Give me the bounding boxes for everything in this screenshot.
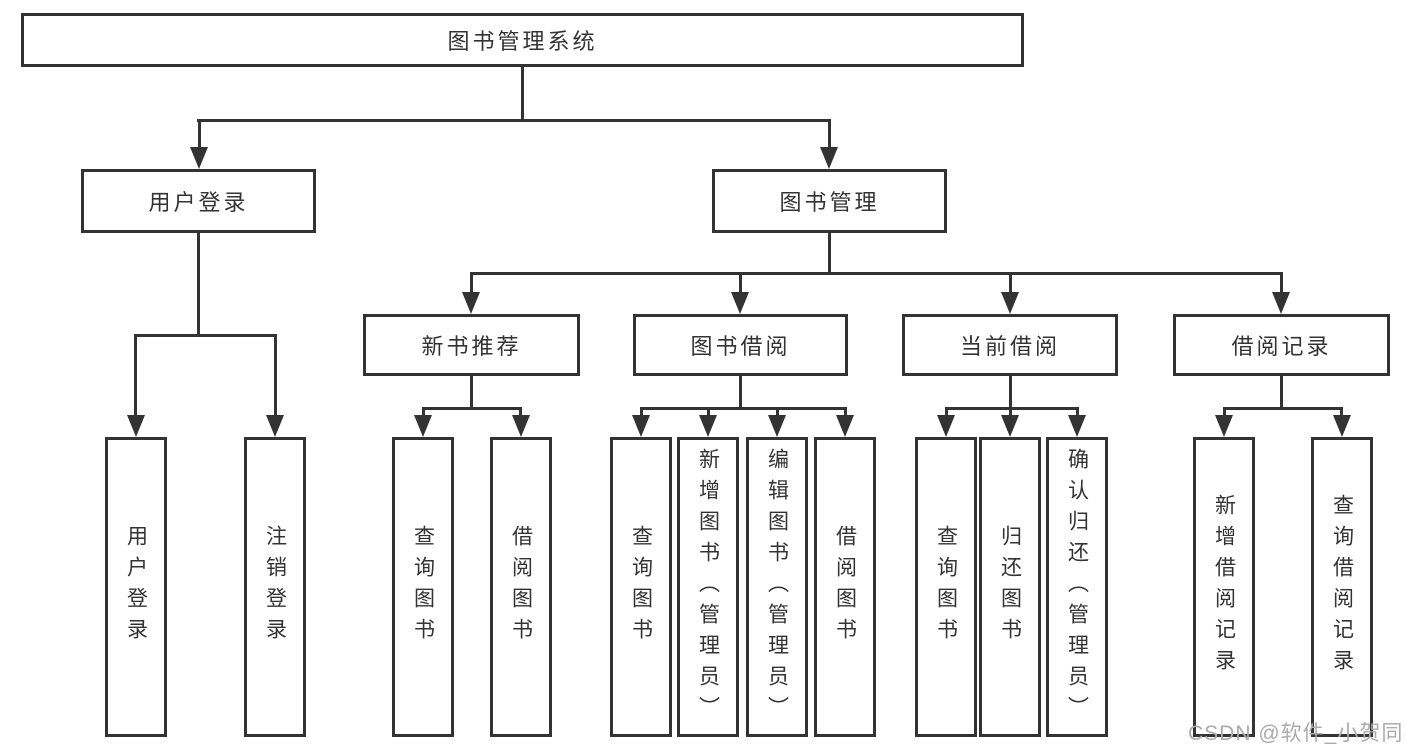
arrow-down-icon: [1215, 415, 1233, 437]
connector-line: [422, 407, 522, 410]
leaf-borrow-edit-book-admin: 编辑图书（管理员）: [746, 437, 808, 737]
leaf-recommend-query-book: 查询图书: [392, 437, 454, 737]
arrow-down-icon: [836, 415, 854, 437]
connector-line: [521, 64, 524, 122]
node-user-login: 用户登录: [81, 169, 316, 233]
leaf-borrow-query-book: 查询图书: [610, 437, 672, 737]
connector-line: [274, 334, 277, 420]
arrow-down-icon: [1068, 415, 1086, 437]
connector-line: [134, 334, 277, 337]
connector-line: [470, 376, 473, 410]
connector-line: [1280, 272, 1283, 296]
connector-line: [470, 272, 1283, 275]
node-borrow-records: 借阅记录: [1173, 314, 1390, 376]
arrow-down-icon: [1001, 292, 1019, 314]
leaf-current-query-book: 查询图书: [915, 437, 977, 737]
connector-line: [828, 233, 831, 275]
connector-line: [739, 272, 742, 296]
arrow-down-icon: [1001, 415, 1019, 437]
arrow-down-icon: [937, 415, 955, 437]
leaf-user-login: 用户登录: [105, 437, 167, 737]
arrow-down-icon: [1272, 292, 1290, 314]
arrow-down-icon: [127, 415, 145, 437]
connector-line: [1280, 376, 1283, 410]
leaf-borrow-add-book-admin: 新增图书（管理员）: [677, 437, 739, 737]
leaf-logout: 注销登录: [244, 437, 306, 737]
connector-line: [134, 334, 137, 420]
arrow-down-icon: [1333, 415, 1351, 437]
arrow-down-icon: [699, 415, 717, 437]
connector-line: [828, 119, 831, 152]
connector-line: [197, 119, 831, 122]
node-new-book-recommend: 新书推荐: [363, 314, 580, 376]
connector-line: [1223, 407, 1226, 420]
connector-line: [1076, 407, 1079, 420]
connector-line: [640, 407, 845, 410]
node-current-borrow: 当前借阅: [902, 314, 1118, 376]
connector-line: [844, 407, 847, 420]
leaf-records-add-record: 新增借阅记录: [1193, 437, 1255, 737]
connector-line: [1009, 272, 1012, 296]
connector-line: [707, 407, 710, 420]
node-book-management: 图书管理: [712, 169, 947, 233]
leaf-recommend-borrow-book: 借阅图书: [490, 437, 552, 737]
connector-line: [1223, 407, 1343, 410]
arrow-down-icon: [731, 292, 749, 314]
connector-line: [519, 407, 522, 420]
leaf-records-query-record: 查询借阅记录: [1311, 437, 1373, 737]
connector-line: [422, 407, 425, 420]
connector-line: [945, 407, 1079, 410]
arrow-down-icon: [512, 415, 530, 437]
node-book-borrow: 图书借阅: [633, 314, 848, 376]
watermark: CSDN @软件_小贺同学: [1188, 722, 1405, 745]
connector-line: [1009, 376, 1012, 410]
connector-line: [1340, 407, 1343, 420]
connector-line: [197, 233, 200, 337]
arrow-down-icon: [266, 415, 284, 437]
leaf-current-confirm-return-admin: 确认归还（管理员）: [1046, 437, 1108, 737]
connector-line: [470, 272, 473, 296]
connector-line: [945, 407, 948, 420]
arrow-down-icon: [632, 415, 650, 437]
connector-line: [198, 119, 201, 152]
arrow-down-icon: [190, 147, 208, 169]
connector-line: [776, 407, 779, 420]
arrow-down-icon: [820, 147, 838, 169]
connector-line: [739, 376, 742, 410]
arrow-down-icon: [414, 415, 432, 437]
arrow-down-icon: [462, 292, 480, 314]
arrow-down-icon: [768, 415, 786, 437]
connector-line: [1009, 407, 1012, 420]
node-library-system: 图书管理系统: [21, 13, 1024, 67]
leaf-borrow-borrow-book: 借阅图书: [814, 437, 876, 737]
leaf-current-return-book: 归还图书: [979, 437, 1041, 737]
connector-line: [640, 407, 643, 420]
